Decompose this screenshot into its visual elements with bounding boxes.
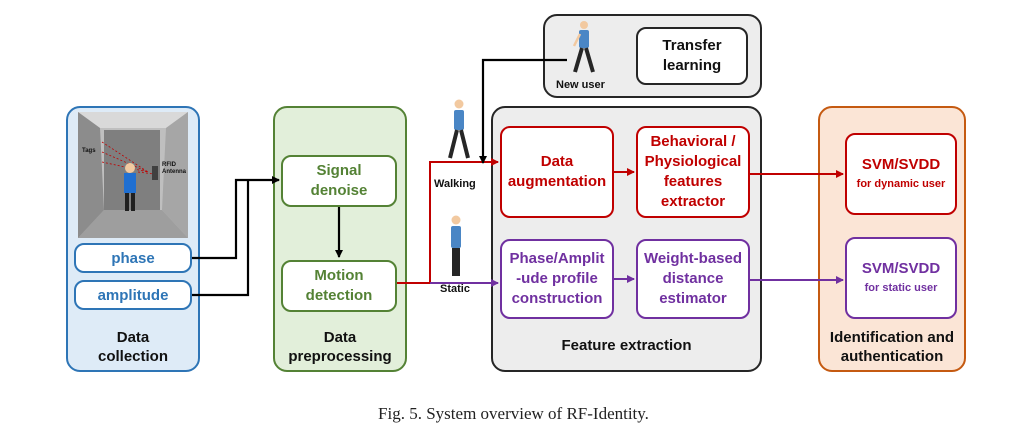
svm-dynamic-box: SVM/SVDD for dynamic user bbox=[845, 133, 957, 215]
svm-static-box: SVM/SVDD for static user bbox=[845, 237, 957, 319]
phase-profile-label: Phase/Amplit -ude profile construction bbox=[509, 250, 605, 307]
svm-dynamic-subtitle: for dynamic user bbox=[856, 178, 946, 190]
motion-detection-box: Motion detection bbox=[281, 260, 397, 312]
phase-to-denoise-arrow bbox=[192, 176, 280, 260]
phase-profile-box: Phase/Amplit -ude profile construction bbox=[500, 239, 614, 319]
behavioral-physiological-label: Behavioral / Physiological features extr… bbox=[644, 133, 742, 210]
transfer-learning-label: Transfer learning bbox=[662, 37, 722, 74]
transfer-learning-box: Transfer learning bbox=[636, 27, 748, 85]
feature-extraction-title: Feature extraction bbox=[561, 337, 692, 354]
svm-static-title: SVM/SVDD bbox=[861, 260, 941, 277]
svm-dynamic-title: SVM/SVDD bbox=[861, 156, 941, 173]
identification-title: Identification and authentication bbox=[829, 329, 955, 365]
static-person-icon bbox=[451, 215, 461, 276]
amplitude-box: amplitude bbox=[74, 280, 192, 310]
walking-label: Walking bbox=[434, 178, 476, 190]
static-label: Static bbox=[440, 283, 470, 295]
behavioral-physiological-box: Behavioral / Physiological features extr… bbox=[636, 126, 750, 218]
phase-box: phase bbox=[74, 243, 192, 273]
data-augmentation-box: Data augmentation bbox=[500, 126, 614, 218]
walking-person-icon bbox=[448, 99, 470, 159]
new-user-to-augmentation-arrow bbox=[479, 58, 567, 164]
signal-denoise-label: Signal denoise bbox=[310, 162, 368, 199]
new-user-label: New user bbox=[556, 79, 605, 91]
data-preprocessing-title: Data preprocessing bbox=[288, 329, 392, 365]
amplitude-label: amplitude bbox=[97, 286, 169, 304]
new-user-walking-person-icon bbox=[572, 21, 595, 73]
data-augmentation-label: Data augmentation bbox=[507, 153, 607, 190]
data-collection-title: Data collection bbox=[97, 329, 168, 365]
antenna-label: RFID Antenna bbox=[162, 162, 186, 175]
amplitude-to-denoise-arrow bbox=[192, 180, 250, 297]
phase-label: phase bbox=[111, 249, 155, 267]
rfid-corridor-photo bbox=[78, 112, 188, 238]
walking-branch-arrow bbox=[429, 158, 499, 283]
svm-static-subtitle: for static user bbox=[864, 282, 938, 294]
tags-label: Tags bbox=[82, 148, 96, 154]
weight-based-box: Weight-based distance estimator bbox=[636, 239, 750, 319]
motion-detection-label: Motion detection bbox=[305, 267, 373, 304]
figure-caption: Fig. 5. System overview of RF-Identity. bbox=[378, 404, 649, 423]
weight-based-label: Weight-based distance estimator bbox=[643, 250, 743, 307]
signal-denoise-box: Signal denoise bbox=[281, 155, 397, 207]
